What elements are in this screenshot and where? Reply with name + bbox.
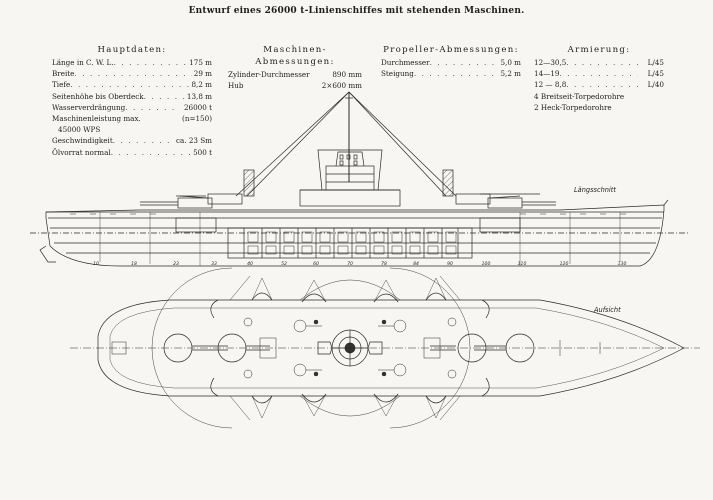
armierung-heading: Armierung: — [567, 45, 631, 55]
torpedo-row: 4 Breitseit-Torpedorohre — [534, 91, 625, 101]
spec-row: Ölvorrat normal. . . . . . . . . . . .50… — [52, 147, 212, 157]
armierung-table: Armierung: 12—30,5. . . . . . . . . . . … — [534, 44, 664, 113]
frame-number: 40 — [247, 262, 253, 267]
spec-row: Steigung. . . . . . . . . . . . . .5,2 m — [381, 69, 521, 79]
frame-number: 18 — [131, 262, 137, 267]
bridge-superstructure — [299, 149, 401, 207]
spec-row: Tiefe. . . . . . . . . . . . . . . . . .… — [52, 80, 212, 90]
frame-number: 100 — [481, 262, 491, 267]
spec-row: Seitenhöhe bis Oberdeck. . . . . . .13,8… — [52, 91, 212, 101]
hauptdaten-table: Hauptdaten: Länge in C. W. L.. . . . . .… — [52, 44, 212, 158]
hull-profile — [45, 204, 665, 267]
wing-turrets — [210, 277, 490, 419]
aft-funnel — [442, 169, 454, 197]
frame-number: 52 — [281, 262, 287, 267]
spec-row: Durchmesser. . . . . . . . . .5,0 m — [381, 58, 521, 67]
plan-view-label: Aufsicht — [594, 306, 621, 314]
plan-view — [70, 267, 700, 429]
spec-row: Breite. . . . . . . . . . . . . . . . . … — [52, 69, 212, 79]
frame-number: 60 — [313, 262, 319, 267]
frame-number: 10 — [93, 262, 99, 267]
spec-row: Zylinder-Durchmesser 890 mm — [228, 70, 362, 79]
side-view-label: Längsschnitt — [574, 186, 616, 194]
gun-row: 12—30,5. . . . . . . . . . . . .L/45 — [534, 58, 664, 67]
maschinen-heading: Maschinen-Abmessungen: — [255, 45, 335, 67]
frame-number: 70 — [347, 262, 353, 267]
frame-number: 84 — [413, 262, 419, 267]
side-turrets — [140, 193, 556, 209]
frame-number: 120 — [559, 262, 569, 267]
propeller-heading: Propeller-Abmessungen: — [383, 45, 519, 55]
frame-numbers: 10 18 23 33 40 52 60 70 78 84 90 100 110… — [0, 262, 713, 272]
maschinen-table: Maschinen-Abmessungen: Zylinder-Durchmes… — [228, 44, 362, 91]
fore-funnel — [243, 169, 255, 197]
spec-row: Wasserverdrängung. . . . . . .26000 t — [52, 102, 212, 112]
firing-arcs — [151, 267, 471, 429]
spec-row: Maschinenleistung max. (n=150) — [52, 114, 212, 124]
torpedo-row: 2 Heck-Torpedorohre — [534, 102, 612, 112]
gun-row: 12 — 8,8. . . . . . . . . . . . . .L/40 — [534, 80, 664, 90]
hauptdaten-heading: Hauptdaten: — [97, 45, 167, 55]
conning-tower-plan — [317, 329, 383, 367]
frame-number: 90 — [447, 262, 453, 267]
main-turrets-plan — [163, 333, 535, 363]
frame-number: 110 — [517, 262, 527, 267]
spec-row: Länge in C. W. L.. . . . . . . . . . . .… — [52, 58, 212, 67]
engine-room — [227, 227, 473, 259]
gun-row: 14—19. . . . . . . . . . . . . . .L/45 — [534, 69, 664, 79]
page-title: Entwurf eines 26000 t-Linienschiffes mit… — [188, 6, 525, 16]
frame-number: 78 — [381, 262, 387, 267]
side-view — [30, 91, 690, 267]
frame-number: 33 — [211, 262, 217, 267]
spec-row: Geschwindigkeit. . . . . . . . .ca. 23 S… — [52, 136, 212, 146]
spec-row: 45000 WPS — [58, 125, 101, 135]
frame-number: 23 — [173, 262, 179, 267]
propeller-table: Propeller-Abmessungen: Durchmesser. . . … — [381, 44, 521, 79]
frame-number: 130 — [617, 262, 627, 267]
spec-row: Hub 2×600 mm — [228, 81, 362, 91]
